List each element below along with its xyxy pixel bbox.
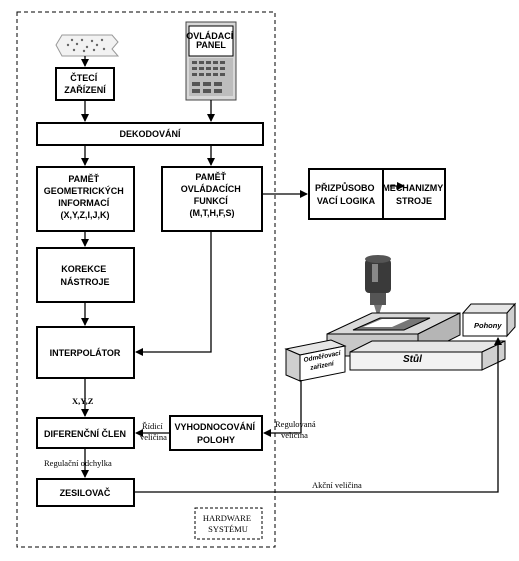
spindle-icon: [365, 255, 391, 318]
svg-text:HARDWARE SYSTÉMU: HARDWARE SYSTÉMU: [203, 513, 253, 534]
functions-to-interpolator-arrow: [135, 231, 212, 356]
function-memory-line3: FUNKCÍ: [194, 196, 228, 206]
hardware-boundary: [16, 11, 276, 548]
svg-text:Řídicí veličina: Řídicí veličina: [140, 421, 167, 442]
drives-label: Pohony: [474, 321, 502, 330]
amplifier-block: [36, 478, 135, 507]
sensor-label-line2: zařízení: [309, 360, 336, 372]
amplifier-to-drives-arrow: [134, 337, 502, 493]
xyz-label: X,Y,Z: [72, 396, 94, 406]
sensor-to-evaluation-arrow: [263, 380, 302, 437]
svg-text:PAMĚŤ GEOMETRICKÝCH IN: PAMĚŤ GEOMETRICKÝCH INFORMACÍ (X,Y,Z,I,J…: [44, 173, 127, 220]
amplifier-label: ZESILOVAČ: [60, 487, 111, 498]
hardware-system-line1: HARDWARE: [203, 513, 251, 523]
svg-text:PŘIZPŮSOBO VACÍ LOGIKA: PŘIZPŮSOBO VACÍ LOGIKA: [315, 182, 377, 206]
panel-label-line1: OVLÁDACÍ: [186, 31, 233, 41]
hardware-system-line2: SYSTÉMU: [208, 524, 248, 534]
table-label: Stůl: [403, 353, 422, 365]
adaptive-logic-line2: VACÍ LOGIKA: [317, 196, 376, 206]
function-memory-line2: OVLÁDACÍCH: [181, 184, 241, 194]
geometry-memory-block: [36, 166, 135, 232]
svg-text:Regulovaná veličina: Regulovaná veličina: [275, 419, 318, 440]
interpolator-label: INTERPOLÁTOR: [50, 348, 121, 358]
panel-label-line2: PANEL: [196, 40, 226, 50]
geometry-memory-line1: PAMĚŤ: [68, 173, 99, 184]
control-value-line2: veličina: [140, 432, 167, 442]
adaptive-logic-line1: PŘIZPŮSOBO: [315, 182, 375, 193]
regulated-value-line2: veličina: [281, 430, 308, 440]
differential-label: DIFERENČNÍ ČLEN: [44, 428, 126, 439]
svg-text:PAMĚŤ OVLÁDACÍCH FUNKC: PAMĚŤ OVLÁDACÍCH FUNKCÍ (M,T,H,F,S): [181, 171, 244, 218]
decoder-block: [36, 122, 264, 146]
svg-text:MECHANIZMY STROJE: MECHANIZMY STROJE: [382, 183, 445, 206]
machine-mechanisms-line1: MECHANIZMY: [382, 183, 443, 193]
svg-text:ČTECÍ ZAŘÍZENÍ: ČTECÍ ZAŘÍZENÍ: [64, 72, 106, 95]
machine-mechanisms-block: [382, 168, 446, 220]
function-memory-line1: PAMĚŤ: [195, 171, 226, 182]
machine-mechanisms-line2: STROJE: [396, 196, 432, 206]
svg-text:OVLÁDACÍ PANEL: OVLÁDACÍ PANEL: [186, 31, 236, 50]
svg-text:VYHODNOCOVÁNÍ POLOHY: VYHODNOCOVÁNÍ POLOHY: [174, 422, 257, 445]
regulated-value-line1: Regulovaná: [275, 419, 316, 429]
function-memory-block: [161, 166, 263, 232]
action-value-label: Akční veličina: [312, 480, 362, 490]
adaptive-logic-block: [308, 168, 384, 220]
tool-correction-line1: KOREKCE: [61, 264, 106, 274]
geometry-memory-line2: GEOMETRICKÝCH: [44, 185, 124, 196]
reader-label-line1: ČTECÍ: [70, 72, 97, 83]
punched-tape-icon: [55, 34, 120, 57]
tool-correction-line2: NÁSTROJE: [60, 277, 109, 287]
position-evaluation-line1: VYHODNOCOVÁNÍ: [174, 422, 255, 432]
control-value-line1: Řídicí: [142, 421, 163, 431]
reader-label-line2: ZAŘÍZENÍ: [64, 84, 106, 95]
svg-text:KOREKCE NÁSTROJE: KOREKCE NÁSTROJE: [60, 264, 109, 287]
position-evaluation-block: [169, 415, 263, 451]
hardware-system-box: [194, 507, 263, 540]
geometry-memory-line4: (X,Y,Z,I,J,K): [60, 210, 109, 220]
tool-correction-block: [36, 247, 135, 303]
function-memory-line4: (M,T,H,F,S): [190, 208, 235, 218]
machine-tool-illustration: [284, 255, 517, 382]
differential-block: [36, 417, 135, 449]
deviation-label: Regulační odchylka: [44, 458, 112, 468]
position-evaluation-line2: POLOHY: [197, 435, 235, 445]
geometry-memory-line3: INFORMACÍ: [58, 198, 109, 208]
decoder-label: DEKODOVÁNÍ: [119, 129, 181, 139]
